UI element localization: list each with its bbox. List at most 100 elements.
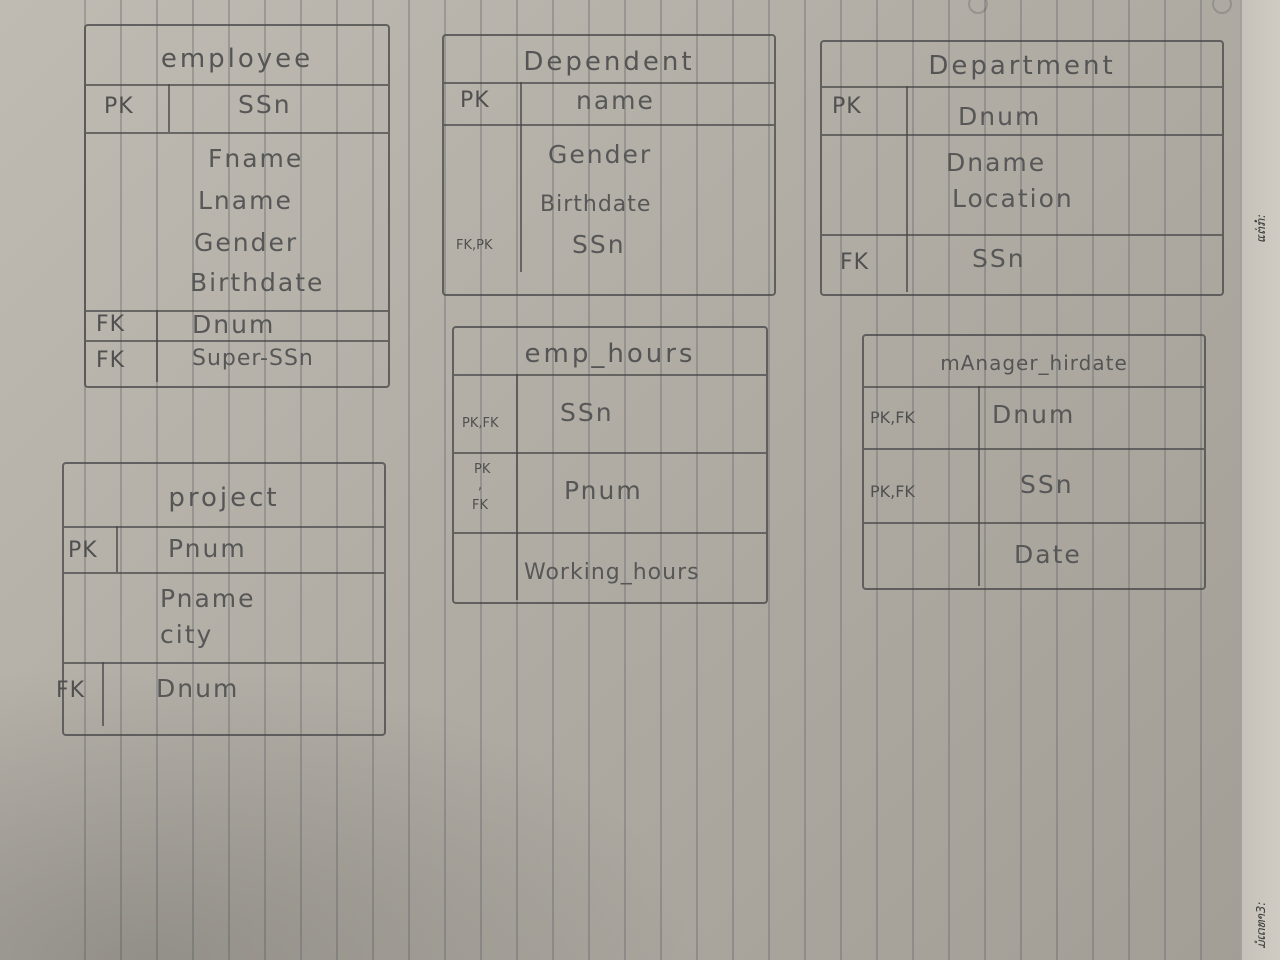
attribute: Gender [194, 228, 299, 257]
table-project: project PK Pnum Pname city FK Dnum [56, 462, 386, 736]
pk-attribute: Pnum [564, 476, 643, 505]
rule-line [1020, 0, 1022, 960]
attribute: Pname [160, 584, 256, 613]
rule-line [912, 0, 914, 960]
pk-attribute: SSn [560, 398, 614, 427]
column-divider [978, 386, 980, 586]
rule-line [984, 0, 986, 960]
row-divider [444, 124, 774, 126]
attribute: Birthdate [190, 268, 325, 297]
rule-line [876, 0, 878, 960]
pk-attribute: Pnum [168, 534, 247, 563]
rule-line [840, 0, 842, 960]
fk-attribute: Dnum [156, 674, 240, 703]
pk-label: PK [104, 94, 134, 119]
spiral-hole [1212, 0, 1232, 14]
rule-line [624, 0, 626, 960]
column-divider [168, 84, 170, 132]
fk-attribute: Dnum [192, 310, 276, 339]
pk-label: PK [460, 88, 490, 113]
pk-attribute: SSn [1020, 470, 1074, 499]
attribute: Date [1014, 540, 1082, 569]
fk-label: FK [96, 312, 126, 337]
table-dependent: Dependent PK name Gender Birthdate FK,PK… [442, 34, 776, 296]
fk-attribute: SSn [972, 244, 1026, 273]
column-divider [116, 526, 118, 572]
fk-attribute: Super-SSn [192, 346, 314, 371]
table-title: Dependent [444, 42, 774, 84]
rule-line [156, 0, 158, 960]
rule-line [588, 0, 590, 960]
attribute: Lname [198, 186, 293, 215]
fk-label: FK [840, 250, 870, 275]
attribute: Dname [946, 148, 1047, 177]
column-divider [906, 86, 908, 292]
rule-line [552, 0, 554, 960]
fk-label: FK [96, 348, 126, 373]
rule-line [336, 0, 338, 960]
column-divider [102, 662, 104, 726]
table-title: project [64, 470, 384, 528]
row-divider [822, 134, 1222, 136]
rule-line [444, 0, 446, 960]
fk-label: FK [472, 498, 489, 513]
rule-line [732, 0, 734, 960]
fk-attribute: SSn [572, 230, 626, 259]
rule-line [696, 0, 698, 960]
table-title: emp_hours [454, 334, 766, 376]
table-title: mAnager_hirdate [864, 340, 1204, 388]
column-divider [520, 82, 522, 272]
rule-line [1200, 0, 1202, 960]
rule-line [192, 0, 194, 960]
attribute: Gender [548, 140, 653, 169]
rule-line [300, 0, 302, 960]
fk-label: FK,PK [456, 238, 493, 253]
pk-attribute: Dnum [958, 102, 1042, 131]
pk-fk-label: PK,FK [462, 416, 499, 431]
fk-label: FK [56, 678, 86, 703]
row-divider [64, 662, 384, 664]
row-divider [64, 572, 384, 574]
rule-line [1056, 0, 1058, 960]
row-divider [864, 522, 1204, 524]
pk-attribute: name [576, 86, 655, 115]
pk-fk-label: PK,FK [870, 482, 915, 501]
spiral-hole [968, 0, 988, 14]
attribute: Birthdate [540, 192, 652, 217]
pk-fk-label: PK,FK [870, 408, 915, 427]
rule-line [1164, 0, 1166, 960]
shadow [0, 660, 700, 960]
separator-label: , [478, 478, 483, 493]
margin-bottom-label: ມໍເດທາ3: [1254, 901, 1268, 948]
rule-line [480, 0, 482, 960]
row-divider [86, 132, 388, 134]
table-emp-hours: emp_hours PK,FK SSn PK , FK Pnum Working… [452, 326, 768, 604]
pk-label: PK [68, 538, 98, 563]
row-divider [864, 448, 1204, 450]
rule-line [120, 0, 122, 960]
row-divider [86, 310, 388, 312]
rule-line [804, 0, 806, 960]
pk-label: PK [832, 94, 862, 119]
table-department: Department PK Dnum Dname Location FK SSn [820, 40, 1224, 296]
rule-line [768, 0, 770, 960]
table-manager-hiredate: mAnager_hirdate PK,FK Dnum PK,FK SSn Dat… [862, 334, 1206, 590]
rule-line [660, 0, 662, 960]
table-employee: employee PK SSn Fname Lname Gender Birth… [84, 24, 390, 388]
pk-label: PK [474, 462, 491, 477]
row-divider [822, 234, 1222, 236]
column-divider [516, 374, 518, 600]
rule-line [264, 0, 266, 960]
attribute: Location [952, 184, 1074, 213]
table-title: Department [822, 46, 1222, 88]
rule-line [84, 0, 86, 960]
rule-line [948, 0, 950, 960]
column-divider [156, 310, 158, 382]
margin-top-label: ແຕ່ກໍ່: [1254, 214, 1268, 242]
rule-line [408, 0, 410, 960]
pk-attribute: SSn [238, 90, 292, 119]
row-divider [86, 340, 388, 342]
row-divider [454, 532, 766, 534]
attribute: city [160, 620, 214, 649]
